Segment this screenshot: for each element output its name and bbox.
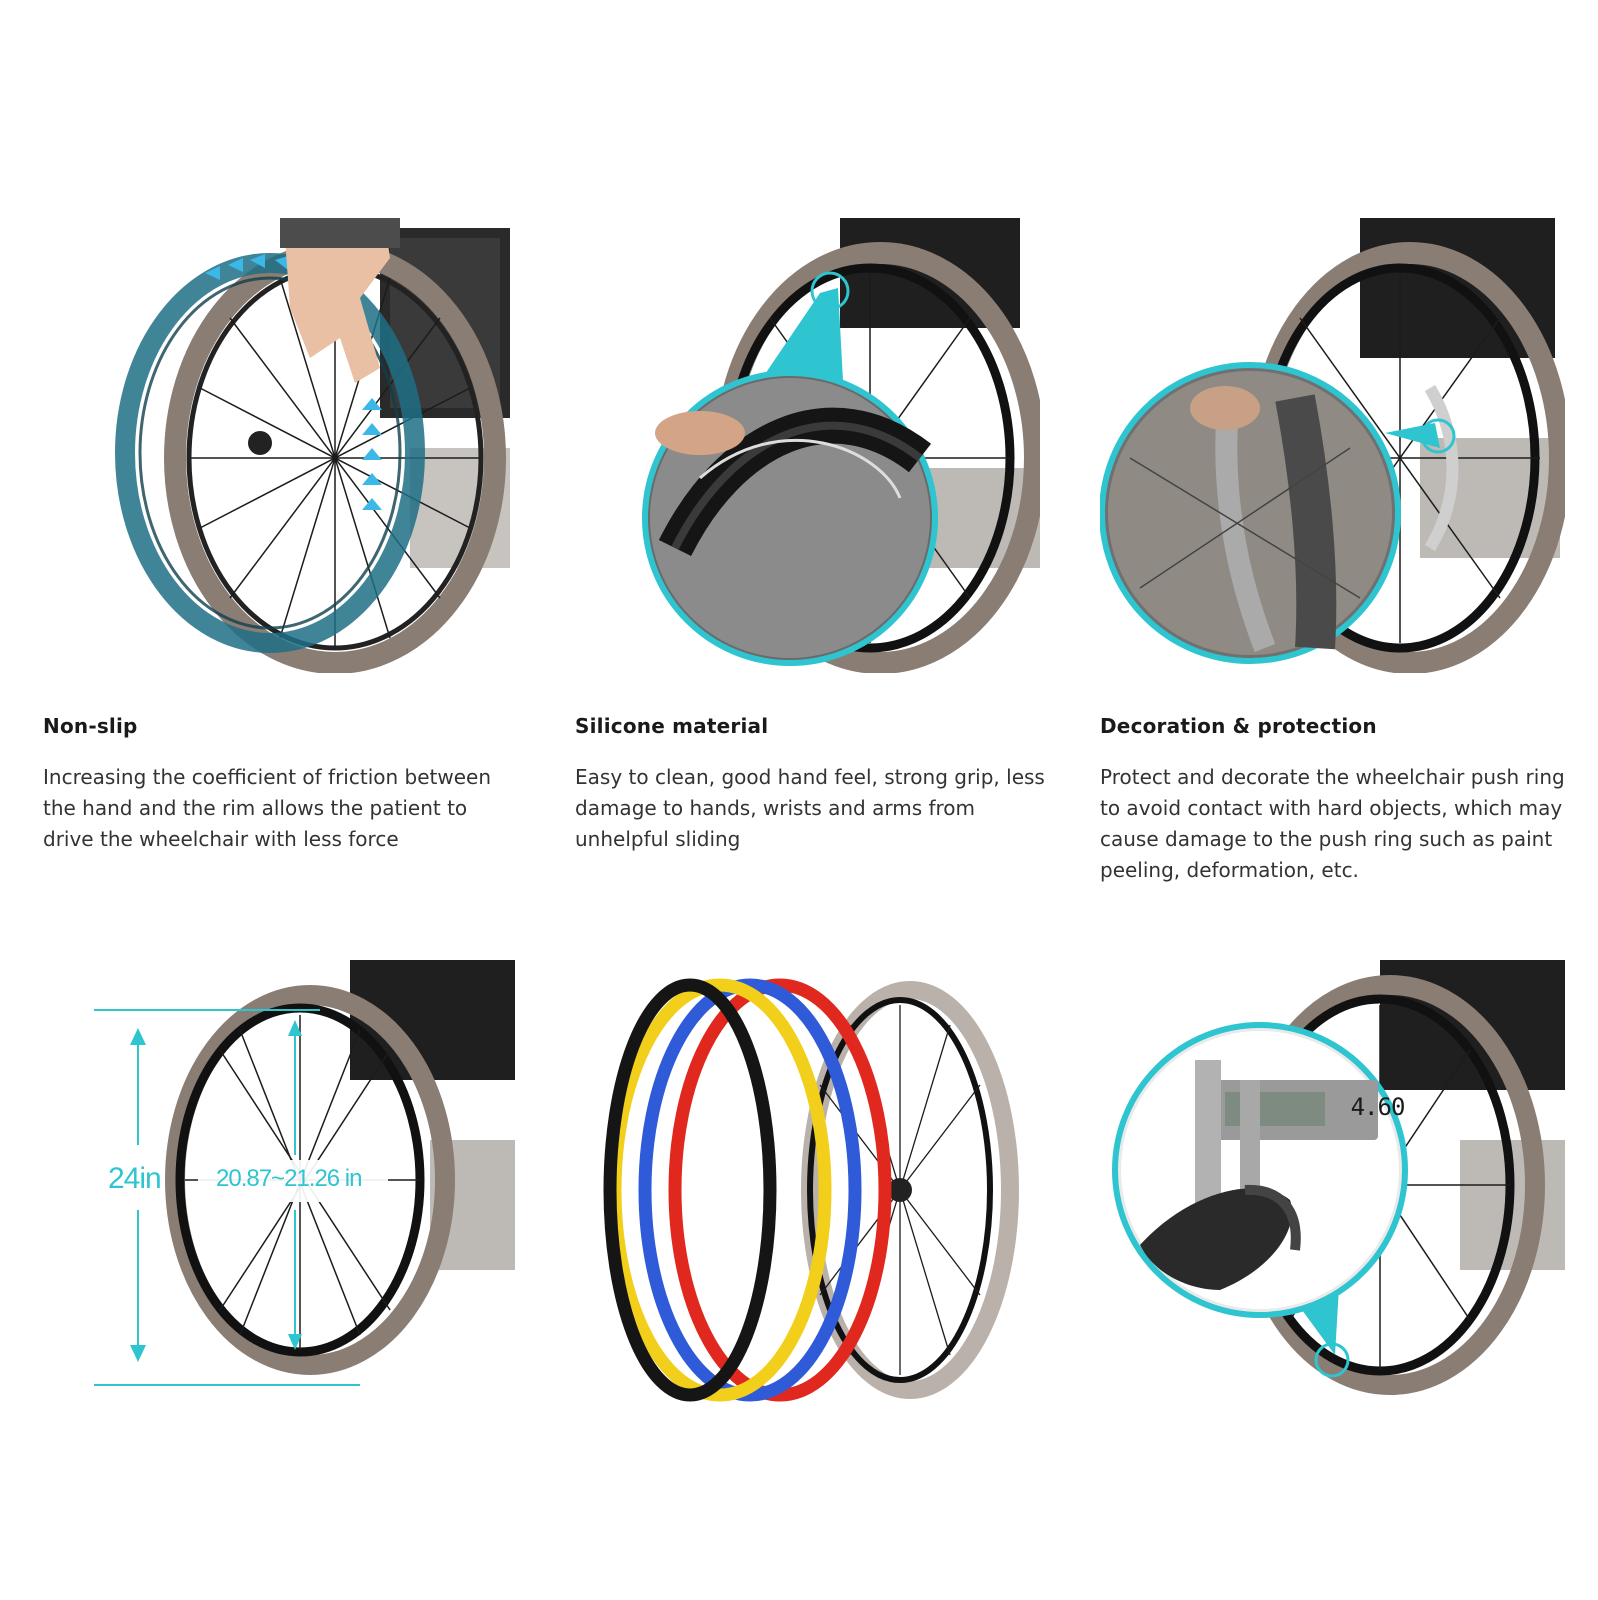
feature-description: Protect and decorate the wheelchair push… xyxy=(1100,765,1565,882)
thickness-measure-image: 4.60 xyxy=(1100,960,1565,1400)
color-options-image xyxy=(600,975,1020,1420)
feature-title: Decoration & protection xyxy=(1100,714,1377,738)
feature-non-slip: Non-slip Increasing the coefficient of f… xyxy=(43,714,513,855)
feature-silicone-material: Silicone material Easy to clean, good ha… xyxy=(575,714,1045,855)
non-slip-image xyxy=(110,218,515,673)
feature-decoration-protection: Decoration & protection Protect and deco… xyxy=(1100,714,1570,886)
feature-title: Silicone material xyxy=(575,714,769,738)
feature-description: Easy to clean, good hand feel, strong gr… xyxy=(575,765,1045,851)
inner-diameter-label: 20.87~21.26 in xyxy=(216,1165,362,1192)
feature-description: Increasing the coefficient of friction b… xyxy=(43,765,492,851)
feature-title: Non-slip xyxy=(43,714,138,738)
outer-diameter-label: 24in xyxy=(108,1162,162,1195)
dimensions-image: 24in 20.87~21.26 in xyxy=(90,960,515,1400)
silicone-material-image xyxy=(580,218,1040,673)
decoration-protection-image xyxy=(1100,218,1565,673)
caliper-display: 4.60 xyxy=(1350,1093,1406,1121)
